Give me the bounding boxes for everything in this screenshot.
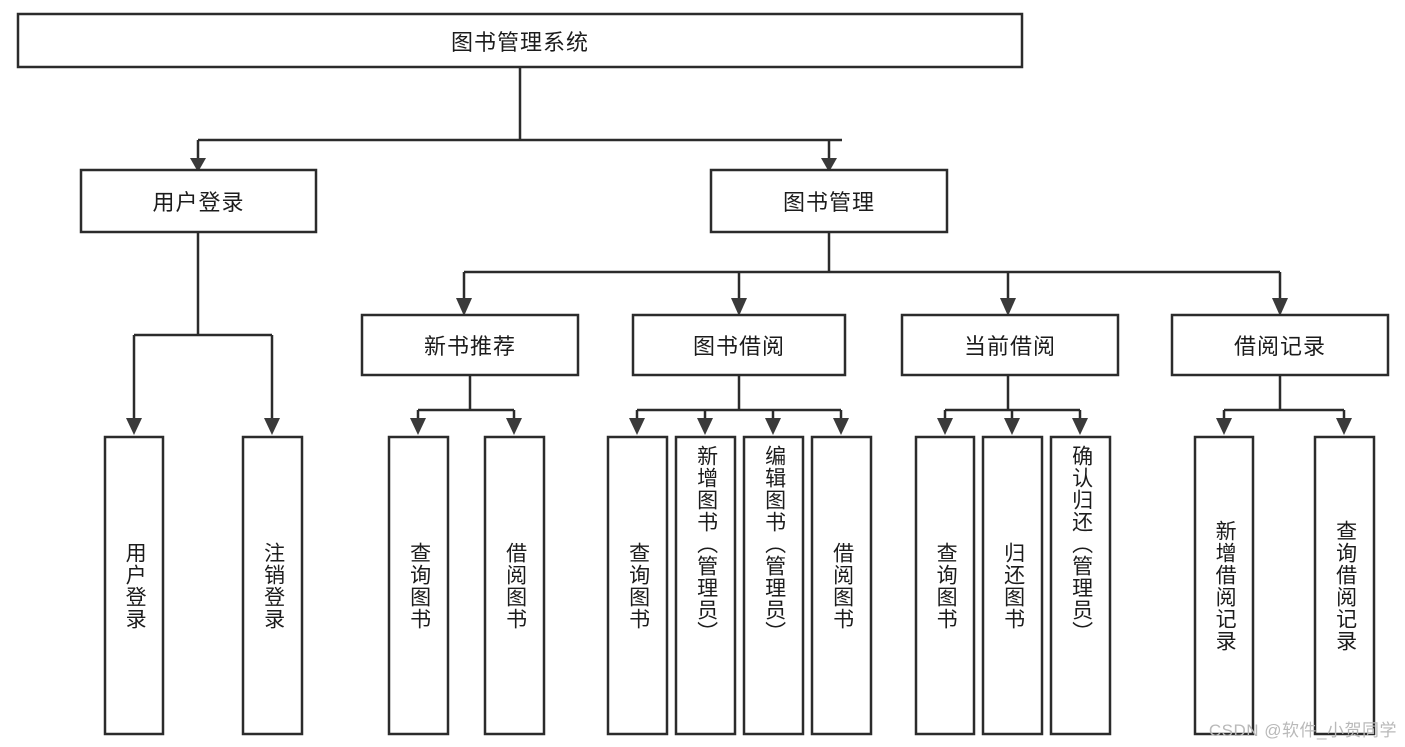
arrowhead-new-book (456, 298, 472, 316)
arrowhead-nb-query-book (410, 418, 426, 435)
leaf-nb-borrow-book[interactable] (483, 435, 546, 736)
arrowhead-user-login (190, 158, 206, 172)
node-book-borrow[interactable] (631, 313, 847, 377)
arrowhead-br-query-record (1336, 418, 1352, 435)
arrowhead-book-mgmt (821, 158, 837, 172)
arrowhead-cb-confirm-return (1072, 418, 1088, 435)
node-borrow-record[interactable] (1170, 313, 1390, 377)
arrowhead-book-borrow (731, 298, 747, 316)
connector-group-current-borrow (937, 375, 1088, 435)
arrowhead-leaf-logout (264, 418, 280, 435)
node-new-book-recommend[interactable] (360, 313, 580, 377)
arrowhead-bb-borrow-book (833, 418, 849, 435)
leaf-user-login[interactable] (103, 435, 165, 736)
arrowhead-cb-return-book (1004, 418, 1020, 435)
leaf-bb-edit-book-admin[interactable] (742, 435, 805, 736)
arrowhead-cb-query-book (937, 418, 953, 435)
leaf-bb-query-book[interactable] (606, 435, 669, 736)
arrowhead-bb-edit-book (765, 418, 781, 435)
leaf-bb-borrow-book[interactable] (810, 435, 873, 736)
leaf-nb-query-book[interactable] (387, 435, 450, 736)
leaf-br-add-record[interactable] (1193, 435, 1255, 736)
arrowhead-bb-add-book (697, 418, 713, 435)
csdn-watermark: CSDN @软件_小贺同学 (1208, 721, 1397, 740)
arrowhead-borrow-record (1272, 298, 1288, 316)
arrowhead-current-borrow (1000, 298, 1016, 316)
arrowhead-bb-query-book (629, 418, 645, 435)
connector-group-root (190, 67, 842, 172)
connector-group-borrow-record (1216, 375, 1352, 435)
connector-group-new-book (410, 375, 522, 435)
node-current-borrow[interactable] (900, 313, 1120, 377)
leaf-logout-login[interactable] (241, 435, 304, 736)
leaf-cb-confirm-return-admin[interactable] (1049, 435, 1112, 736)
arrowhead-leaf-user-login (126, 418, 142, 435)
leaf-bb-add-book-admin[interactable] (674, 435, 737, 736)
leaf-br-query-record[interactable] (1313, 435, 1376, 736)
arrowhead-nb-borrow-book (506, 418, 522, 435)
connector-group-book-mgmt (456, 232, 1288, 316)
node-root-system[interactable] (16, 12, 1024, 69)
leaf-cb-query-book[interactable] (914, 435, 976, 736)
arrowhead-br-add-record (1216, 418, 1232, 435)
connector-group-user-login (126, 232, 280, 435)
node-user-login[interactable] (79, 168, 318, 234)
node-book-management[interactable] (709, 168, 949, 234)
leaf-cb-return-book[interactable] (981, 435, 1044, 736)
connector-group-book-borrow (629, 375, 849, 435)
